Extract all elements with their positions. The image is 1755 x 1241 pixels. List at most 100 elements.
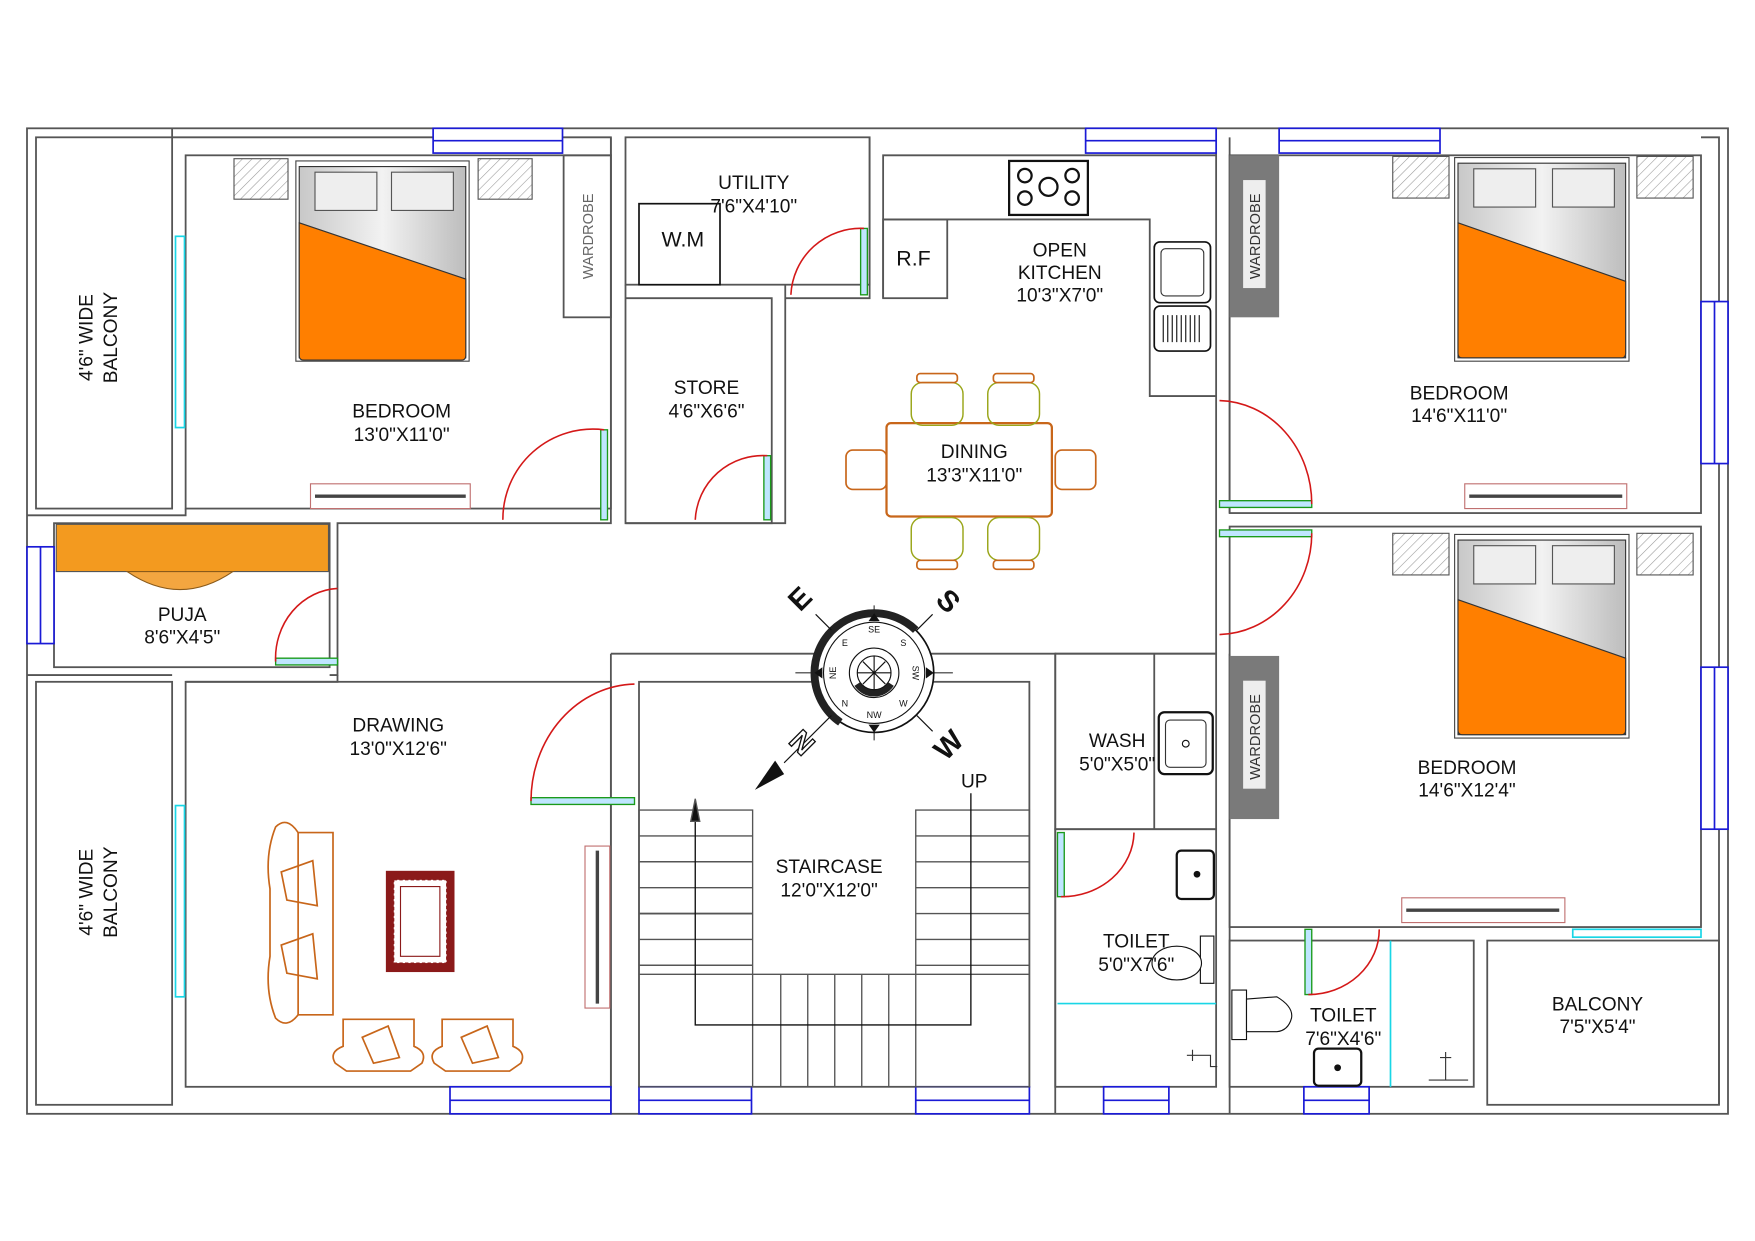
nightstand xyxy=(1636,155,1694,199)
window xyxy=(26,545,55,645)
room-name: BEDROOM xyxy=(1418,758,1517,779)
room-name: BALCONY xyxy=(1552,994,1644,1015)
tv-unit xyxy=(584,845,611,1009)
compass-ring-label: E xyxy=(842,638,848,648)
toilet-icon xyxy=(1151,935,1215,984)
room-name: BEDROOM xyxy=(1410,383,1509,404)
compass-ring-label: NE xyxy=(828,667,838,680)
room-name: OPEN xyxy=(1033,241,1087,262)
room-size: 10'3"X7'0" xyxy=(1016,286,1103,307)
sliding-window xyxy=(174,804,186,998)
room-size: 5'0"X7'6" xyxy=(1098,955,1174,976)
stove-icon xyxy=(1008,159,1089,217)
room-size: 7'6"X4'6" xyxy=(1305,1029,1381,1050)
room-name: STORE xyxy=(674,378,739,399)
armchair xyxy=(332,1018,425,1072)
room-name: UTILITY xyxy=(718,173,789,194)
refrigerator-label: R.F xyxy=(896,247,930,271)
room-size: 5'0"X5'0" xyxy=(1079,755,1155,776)
stair-up-label: UP xyxy=(961,772,988,793)
window xyxy=(449,1085,612,1115)
window xyxy=(638,1085,753,1115)
dining-table xyxy=(845,372,1097,571)
nightstand xyxy=(233,158,289,200)
sliding-window xyxy=(1571,928,1702,939)
dining-chair xyxy=(910,516,964,571)
nightstand xyxy=(1636,532,1694,576)
compass-ring-label: N xyxy=(842,699,849,709)
room-name: PUJA xyxy=(158,605,207,626)
dining-chair xyxy=(910,372,964,427)
dining-chair xyxy=(1054,449,1097,491)
compass-ring-label: W xyxy=(899,699,908,709)
window xyxy=(1700,300,1729,465)
balcony-label: 4'6" WIDE xyxy=(76,294,97,381)
toilet-icon xyxy=(1231,989,1293,1041)
puja-altar xyxy=(55,523,330,590)
room-size: 13'3"X11'0" xyxy=(926,466,1022,487)
compass-ring-label: S xyxy=(900,638,906,648)
wash-basin-icon xyxy=(1175,849,1215,901)
washing-machine-label: W.M xyxy=(662,227,705,251)
compass-ring-label: SE xyxy=(868,624,880,634)
room-size: 13'0"X12'6" xyxy=(350,739,447,760)
door-toilet-2 xyxy=(1304,928,1381,996)
wash-basin-icon xyxy=(1157,711,1214,776)
windows xyxy=(26,127,1729,1115)
window xyxy=(1700,666,1729,831)
door-bedroom-ne xyxy=(1218,399,1313,509)
dining-chair xyxy=(987,372,1041,427)
wardrobe-label: WARDROBE xyxy=(581,193,597,279)
room-size: 8'6"X4'5" xyxy=(144,628,220,649)
kitchen-sink-icon xyxy=(1153,241,1212,352)
wash-basin-icon xyxy=(1312,1047,1363,1087)
rug xyxy=(385,870,455,973)
door-drawing xyxy=(530,683,636,806)
staircase-steps xyxy=(638,793,1031,1088)
window xyxy=(914,1085,1031,1115)
window xyxy=(1303,1085,1370,1115)
nightstand xyxy=(477,158,533,200)
shower-icon xyxy=(1186,1049,1218,1068)
wardrobe-nw: WARDROBE xyxy=(581,193,597,279)
room-name: BEDROOM xyxy=(352,401,451,422)
doors xyxy=(274,227,1381,996)
room-labels: 4'6" WIDE BALCONY 4'6" WIDE BALCONY BEDR… xyxy=(76,173,1643,1050)
compass-ring-label: NW xyxy=(867,710,882,720)
window xyxy=(432,127,564,154)
room-size: 12'0"X12'0" xyxy=(780,881,877,902)
balcony-label: BALCONY xyxy=(101,292,122,384)
room-size: 7'6"X4'10" xyxy=(710,197,797,218)
washing-machine xyxy=(638,202,721,286)
compass-ring-label: SW xyxy=(910,666,920,681)
room-name: DRAWING xyxy=(352,715,444,736)
bed-nw xyxy=(233,158,533,510)
door-utility xyxy=(790,227,869,296)
door-toilet-1 xyxy=(1056,831,1135,898)
balcony-label: 4'6" WIDE xyxy=(76,849,97,936)
room-size: 13'0"X11'0" xyxy=(354,425,450,446)
sofa xyxy=(267,821,334,1024)
door-bedroom-e xyxy=(1218,529,1313,636)
room-name: WASH xyxy=(1089,731,1146,752)
wardrobe-label: WARDROBE xyxy=(1248,193,1264,279)
balcony-label: BALCONY xyxy=(101,846,122,938)
bed-ne xyxy=(1392,155,1694,510)
door-puja xyxy=(274,587,339,666)
door-store xyxy=(694,454,772,521)
window xyxy=(1084,127,1217,154)
wardrobe-e: WARDROBE xyxy=(1229,655,1280,820)
armchair xyxy=(431,1018,524,1072)
bed-e xyxy=(1392,532,1694,924)
shower-icon xyxy=(1428,1051,1469,1081)
window xyxy=(1278,127,1441,154)
room-name: KITCHEN xyxy=(1018,263,1102,284)
nightstand xyxy=(1392,532,1450,576)
walls xyxy=(26,127,1729,1115)
door-bedroom-nw xyxy=(502,428,609,521)
nightstand xyxy=(1392,155,1450,199)
room-size: 4'6"X6'6" xyxy=(668,401,744,422)
room-name: TOILET xyxy=(1103,931,1170,952)
dining-chair xyxy=(845,449,888,491)
